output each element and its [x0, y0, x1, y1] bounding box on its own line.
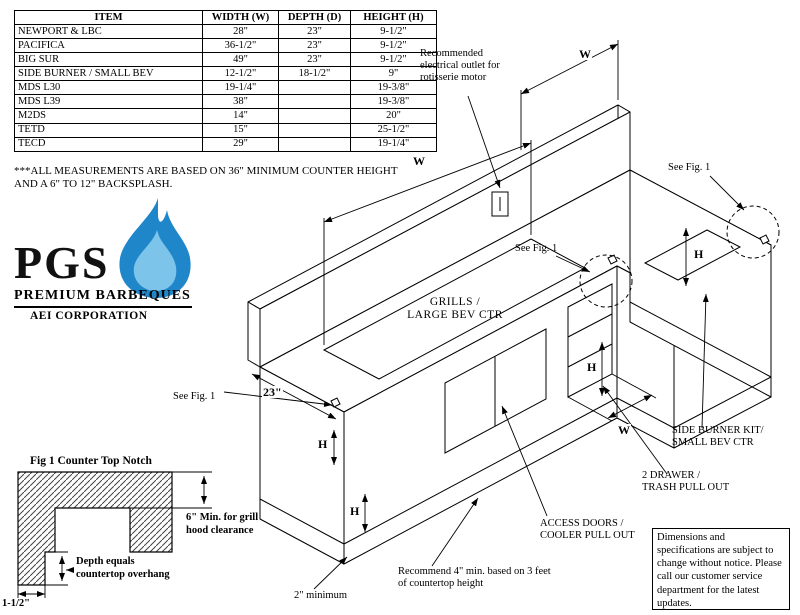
- logo-company: AEI CORPORATION: [30, 310, 148, 322]
- depth-cell: 23": [278, 38, 351, 54]
- width-cell: 38": [202, 94, 279, 110]
- item-cell: BIG SUR: [14, 52, 203, 68]
- notch-details: [330, 205, 780, 408]
- dim-h-label-4: H: [693, 247, 705, 261]
- width-cell: 14": [202, 108, 279, 124]
- dim-w-label-2: W: [578, 47, 592, 61]
- depth-cell: [278, 136, 351, 152]
- depth-cell: [278, 94, 351, 110]
- side-burner-label: SIDE BURNER KIT/ SMALL BEV CTR: [672, 425, 790, 449]
- fig1-title: Fig 1 Counter Top Notch: [30, 455, 152, 467]
- depth-cell: [278, 122, 351, 138]
- depth-cell: [278, 80, 351, 96]
- dim-h-label-1: H: [317, 437, 329, 451]
- side-burner-label-line1: SIDE BURNER KIT/: [672, 425, 764, 436]
- dim-h-label-2: H: [349, 504, 361, 518]
- fig1-depth-note: Depth equals countertop overhang: [76, 556, 170, 580]
- measurements-note: ***ALL MEASUREMENTS ARE BASED ON 36" MIN…: [14, 165, 398, 191]
- logo-title: PGS: [14, 237, 110, 288]
- flame-icon: [119, 198, 191, 298]
- width-cell: 36-1/2": [202, 38, 279, 54]
- outlet-icon: [491, 191, 509, 217]
- depth-cell: 18-1/2": [278, 66, 351, 82]
- fig1-cross-section: [17, 471, 212, 598]
- spec-table: ITEM WIDTH (W) DEPTH (D) HEIGHT (H) NEWP…: [14, 9, 437, 152]
- access-doors-opening: [444, 328, 547, 454]
- item-cell: M2DS: [14, 108, 203, 124]
- pgs-logo: PGS PREMIUM BARBEQUES AEI CORPORATION: [12, 196, 212, 328]
- side-burner-label-line2: SMALL BEV CTR: [672, 437, 754, 449]
- item-cell: PACIFICA: [14, 38, 203, 54]
- access-doors-label-line2: COOLER PULL OUT: [540, 530, 635, 542]
- grills-cutout-label: GRILLS / LARGE BEV CTR: [385, 296, 525, 322]
- dim-h-label-3: H: [586, 360, 598, 374]
- see-fig1-label-right: See Fig. 1: [668, 162, 711, 173]
- see-fig1-label-left: See Fig. 1: [173, 391, 216, 402]
- table-header-width: WIDTH (W): [202, 9, 279, 26]
- access-doors-label: ACCESS DOORS / COOLER PULL OUT: [540, 518, 652, 542]
- outlet-label: Recommended electrical outlet for rotiss…: [420, 48, 500, 84]
- access-doors-label-line1: ACCESS DOORS /: [540, 518, 624, 529]
- drawer-label: 2 DRAWER / TRASH PULL OUT: [642, 470, 752, 494]
- grills-cutout-label-line2: LARGE BEV CTR: [407, 309, 503, 322]
- min-clearance-label: 2" minimum: [294, 590, 347, 601]
- item-cell: MDS L39: [14, 94, 203, 110]
- depth-23-label: 23": [262, 385, 283, 399]
- depth-cell: [278, 108, 351, 124]
- dim-w-label-3: W: [617, 423, 631, 437]
- table-header-row: ITEM WIDTH (W) DEPTH (D) HEIGHT (H): [14, 9, 437, 26]
- width-cell: 12-1/2": [202, 66, 279, 82]
- height-cell: 19-1/4": [350, 136, 437, 152]
- dim-w-label-1: W: [412, 154, 426, 168]
- drawer-label-line1: 2 DRAWER /: [642, 470, 701, 481]
- table-header-height: HEIGHT (H): [350, 9, 437, 26]
- item-cell: MDS L30: [14, 80, 203, 96]
- fig1-clearance-note: 6" Min. for grill hood clearance: [186, 512, 259, 536]
- logo-tagline: PREMIUM BARBEQUES: [14, 288, 192, 308]
- see-fig1-label-mid: See Fig. 1: [515, 243, 558, 254]
- leader-arrows: [223, 95, 745, 590]
- width-cell: 28": [202, 24, 279, 40]
- width-cell: 19-1/4": [202, 80, 279, 96]
- notice-box: Dimensions and specifications are subjec…: [652, 528, 790, 610]
- width-cell: 49": [202, 52, 279, 68]
- depth-cell: 23": [278, 24, 351, 40]
- fig1-lip-dim: 1-1/2": [2, 598, 30, 609]
- depth-cell: 23": [278, 52, 351, 68]
- width-cell: 29": [202, 136, 279, 152]
- height-cell: 20": [350, 108, 437, 124]
- table-header-item: ITEM: [14, 9, 203, 26]
- recommend-label: Recommend 4" min. based on 3 feet of cou…: [398, 566, 551, 590]
- item-cell: SIDE BURNER / SMALL BEV: [14, 66, 203, 82]
- height-cell: 25-1/2": [350, 122, 437, 138]
- item-cell: TETD: [14, 122, 203, 138]
- width-cell: 15": [202, 122, 279, 138]
- dimension-lines: [251, 40, 689, 532]
- drawer-label-line2: TRASH PULL OUT: [642, 482, 730, 494]
- height-cell: 9-1/2": [350, 24, 437, 40]
- grills-cutout-label-line1: GRILLS /: [429, 296, 481, 308]
- table-header-depth: DEPTH (D): [278, 9, 351, 26]
- height-cell: 19-3/8": [350, 94, 437, 110]
- item-cell: TECD: [14, 136, 203, 152]
- item-cell: NEWPORT & LBC: [14, 24, 203, 40]
